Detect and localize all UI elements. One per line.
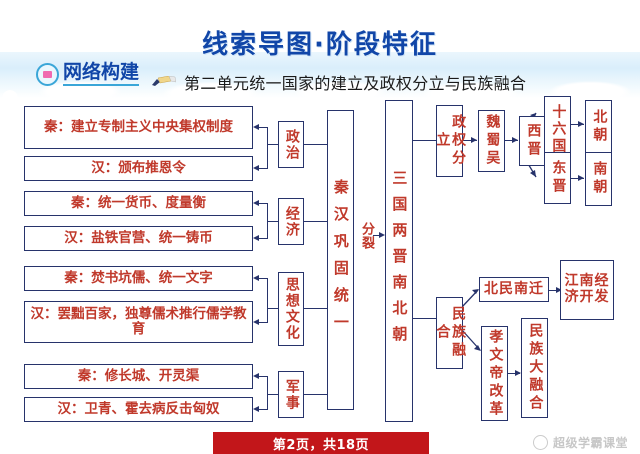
arrow-to-left-box-5 [253, 275, 259, 281]
arrow-to-left-box-4 [253, 235, 259, 241]
left-box-8[interactable]: 汉：卫青、霍去病反击匈奴 [24, 397, 253, 422]
spine-box-three-kingdoms-northern-southern[interactable]: 三国两晋南北朝 [385, 100, 413, 422]
connector-culture-bracket [267, 278, 269, 322]
branch-box-wei-shu-wu[interactable]: 魏蜀吴 [478, 110, 505, 172]
connector-economy-to-box4 [259, 238, 268, 240]
arrow-to-great-ethnic-integration [515, 370, 521, 376]
book-icon [36, 63, 59, 86]
branch-box-sixteen-kingdoms[interactable]: 十六国 [544, 96, 571, 162]
left-box-5[interactable]: 秦：焚书坑儒、统一文字 [24, 266, 253, 291]
connector-eastern-to-southern [571, 178, 584, 180]
page-title: 线索导图·阶段特征 [202, 30, 438, 60]
category-box-military[interactable]: 军事 [278, 371, 304, 418]
connector-politics-to-box1 [259, 127, 268, 129]
arrow-to-left-box-1 [253, 124, 259, 130]
connector-weishuwu-to-xijin [505, 140, 518, 142]
connector-culture-to-box5 [259, 278, 268, 280]
connector-politics-stem [267, 144, 279, 146]
category-box-economy[interactable]: 经济 [278, 198, 304, 245]
arrow-to-weishuwu [471, 137, 477, 143]
branch-box-great-ethnic-integration[interactable]: 民族大融合 [521, 318, 548, 418]
connector-culture-to-box6 [259, 322, 268, 324]
left-box-4[interactable]: 汉：盐铁官营、统一铸币 [24, 226, 253, 251]
category-box-ideology-culture[interactable]: 思想文化 [278, 272, 304, 346]
connector-culture-stem [267, 308, 279, 310]
connector-spine-to-bottom-branch [413, 318, 436, 320]
connector-military-to-spine [304, 394, 327, 396]
branch-box-southern-dynasties[interactable]: 南朝 [585, 152, 612, 206]
connector-military-bracket [267, 376, 269, 410]
connector-economy-stem [267, 221, 279, 223]
branch-box-jiangnan-economic-development[interactable]: 江南经济开发 [560, 260, 614, 320]
connector-economy-to-box3 [259, 203, 268, 205]
left-box-3[interactable]: 秦：统一货币、度量衡 [24, 191, 253, 216]
left-box-7[interactable]: 秦：修长城、开灵渠 [24, 364, 253, 389]
connector-reform-to-great-integration [508, 373, 520, 375]
branch-box-western-jin[interactable]: 西晋 [519, 116, 546, 166]
arrow-to-southern-dynasties [578, 175, 584, 181]
pencil-icon [152, 76, 176, 86]
left-box-2[interactable]: 汉：颁布推恩令 [24, 156, 253, 181]
branch-box-northerners-migrate-south[interactable]: 北民南迁 [479, 277, 549, 302]
circle-logo-icon [532, 435, 548, 450]
brand-label: 网络构建 [63, 62, 140, 86]
branch-box-eastern-jin[interactable]: 东晋 [544, 152, 571, 204]
arrow-to-left-box-6 [253, 319, 259, 325]
connector-military-stem [267, 394, 279, 396]
arrow-to-left-box-2 [253, 165, 259, 171]
arrow-to-northern-dynasties [578, 121, 584, 127]
connector-military-to-box8 [259, 409, 268, 411]
connector-military-to-box7 [259, 376, 268, 378]
category-box-politics[interactable]: 政治 [278, 121, 304, 168]
page-indicator: 第2页，共18页 [213, 432, 429, 454]
arrow-to-xijin [512, 137, 518, 143]
connector-politics-bracket [267, 127, 269, 169]
left-box-1[interactable]: 秦：建立专制主义中央集权制度 [24, 106, 253, 149]
arrow-split-to-right-spine [379, 232, 385, 238]
watermark-label: 超级学霸课堂 [552, 436, 628, 450]
connector-separation-to-weishuwu [463, 140, 477, 142]
connector-sixteen-to-northern [571, 124, 584, 126]
branch-box-ethnic-integration[interactable]: 民族融合 [435, 297, 466, 369]
connector-split-line [373, 235, 381, 237]
cloud-banner-decoration [0, 52, 640, 98]
connector-migration-to-jiangnan [549, 290, 561, 292]
branch-box-northern-dynasties[interactable]: 北朝 [585, 100, 612, 154]
branch-box-political-separation[interactable]: 政权分立 [435, 105, 466, 177]
branch-box-xiaowen-reform[interactable]: 孝文帝改革 [481, 326, 508, 421]
arrow-to-left-box-3 [253, 200, 259, 206]
arrow-to-left-box-8 [253, 406, 259, 412]
connector-politics-to-box2 [259, 168, 268, 170]
spine-box-qin-han-unification[interactable]: 秦汉巩固统一 [327, 110, 354, 410]
left-box-6[interactable]: 汉：罢黜百家，独尊儒术推行儒学教育 [24, 301, 253, 343]
arrow-to-left-box-7 [253, 373, 259, 379]
connector-spine-to-top-branch [413, 140, 436, 142]
connector-culture-to-spine [304, 308, 327, 310]
subtitle: 第二单元统一国家的建立及政权分立与民族融合 [184, 74, 527, 93]
split-label: 分裂 [359, 218, 374, 254]
brand-badge: 网络构建 [36, 62, 140, 86]
arrow-to-jiangnan-development [556, 287, 562, 293]
connector-economy-to-spine [304, 221, 327, 223]
watermark: 超级学霸课堂 [532, 434, 628, 451]
connector-politics-to-spine [304, 144, 327, 146]
